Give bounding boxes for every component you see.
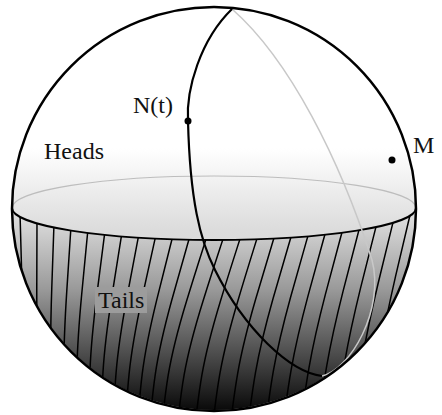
hatch-lines: [20, 211, 411, 415]
point-label: N(t): [133, 93, 173, 117]
region-label: Tails: [95, 287, 147, 313]
hatch-line: [77, 229, 88, 415]
equator-back: [12, 176, 416, 208]
hatch-line: [191, 236, 241, 415]
sphere-body: [12, 7, 416, 411]
hatch-line: [89, 231, 105, 415]
hatch-line: [173, 236, 224, 415]
point-n: [185, 118, 192, 125]
hatch-line: [147, 236, 190, 415]
sphere-outline: [12, 7, 416, 411]
hatch-line: [113, 234, 139, 415]
point-label: M: [413, 133, 434, 157]
point-m: [389, 157, 396, 164]
hatch-line: [64, 227, 71, 415]
hatch-line: [20, 213, 32, 415]
hatch-line: [51, 224, 56, 415]
hatch-line: [348, 219, 394, 415]
region-label: Heads: [44, 139, 104, 163]
hatch-line: [261, 232, 309, 415]
great-circle-front: [188, 9, 322, 376]
